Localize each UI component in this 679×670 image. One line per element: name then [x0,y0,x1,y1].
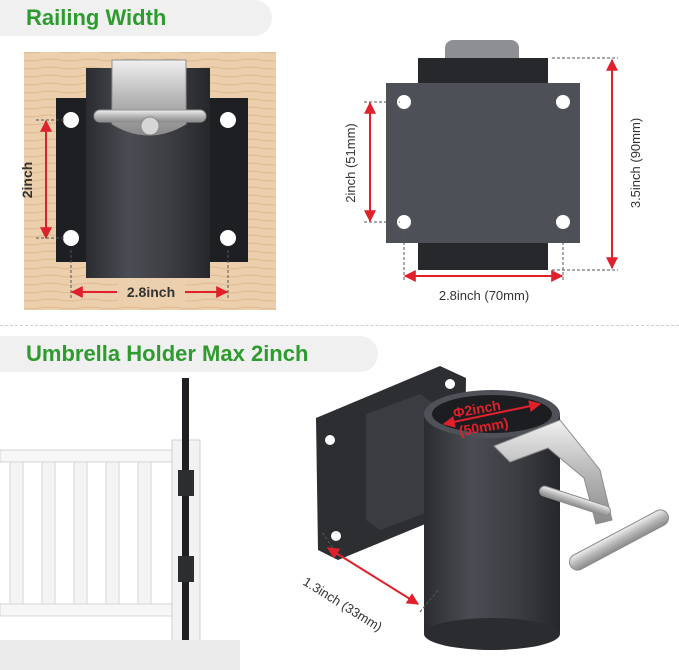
wood-mount-view: 2.8inch 2inch [19,52,276,310]
railing-width-title: Railing Width [26,5,167,30]
depth-dimension-line [326,547,420,605]
diameter-dimension-line [442,400,542,428]
screw-hole [397,215,411,229]
3d-t-handle [569,509,669,571]
railing-width-banner: Railing Width [0,0,272,36]
inner-height-label: 2inch (51mm) [343,123,358,202]
holder-on-railing [178,470,194,496]
section-divider [0,325,679,326]
umbrella-pole [182,378,189,670]
screw-hole [397,95,411,109]
depth-label: 1.3inch (33mm) [300,574,385,635]
screw-hole [220,112,236,128]
product-3d-view: Φ2inch (50mm) 1.3inch (33mm) [300,366,669,650]
back-view: 2inch (51mm) 3.5inch (90mm) 2.8inch (70m… [343,40,643,303]
outer-height-label: 3.5inch (90mm) [628,118,643,208]
clamp-bolt [140,116,160,136]
railing-view [0,378,240,670]
screw-hole [556,215,570,229]
umbrella-holder-title: Umbrella Holder Max 2inch [26,341,309,366]
back-plate [386,83,580,243]
left-width-label: 2.8inch [127,284,175,300]
3d-clamp-bracket [493,419,613,525]
clamp-screw [539,485,611,517]
holder-on-railing [178,556,194,582]
umbrella-holder-banner: Umbrella Holder Max 2inch [0,336,378,372]
screw-hole [63,112,79,128]
screw-hole [556,95,570,109]
right-width-label: 2.8inch (70mm) [439,288,529,303]
screw-hole [63,230,79,246]
screw-hole [220,230,236,246]
left-height-label: 2inch [19,162,35,199]
